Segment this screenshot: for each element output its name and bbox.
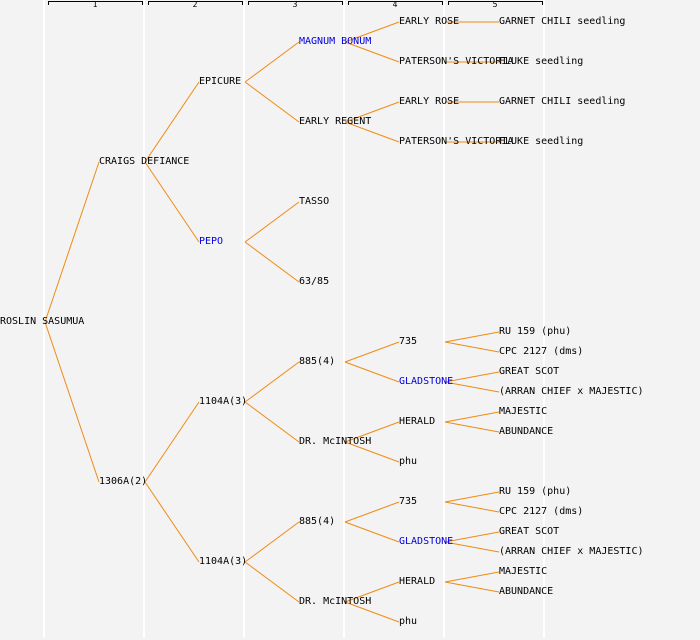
pedigree-edge [244, 361, 300, 403]
pedigree-edge [144, 401, 200, 483]
pedigree-node: HERALD [399, 416, 436, 427]
pedigree-edge [444, 421, 500, 433]
pedigree-node: CRAIGS DEFIANCE [99, 156, 190, 167]
pedigree-node: ROSLIN SASUMUA [0, 316, 85, 327]
pedigree-node: RU 159 (phu) [499, 326, 572, 337]
pedigree-edge [344, 521, 400, 543]
generation-label: 3 [292, 0, 298, 9]
pedigree-edge [344, 21, 400, 43]
pedigree-node: (ARRAN CHIEF x MAJESTIC) [499, 386, 644, 397]
pedigree-edge [444, 581, 500, 593]
pedigree-node[interactable]: GLADSTONE [399, 376, 454, 387]
generation-bracket [248, 1, 343, 5]
pedigree-node: FLUKE seedling [499, 56, 584, 67]
pedigree-node: phu [399, 616, 418, 627]
pedigree-node: 1104A(3) [199, 556, 248, 567]
pedigree-edge [244, 201, 300, 243]
pedigree-edge [444, 501, 500, 513]
pedigree-node: EARLY ROSE [399, 96, 460, 107]
pedigree-node: GARNET CHILI seedling [499, 96, 626, 107]
column-divider [443, 0, 445, 638]
pedigree-node: PATERSON'S VICTORIA [399, 56, 514, 67]
column-divider [243, 0, 245, 638]
pedigree-edge [144, 481, 200, 563]
pedigree-edge [444, 381, 500, 393]
pedigree-node[interactable]: MAGNUM BONUM [299, 36, 372, 47]
pedigree-node: ABUNDANCE [499, 586, 554, 597]
generation-bracket [48, 1, 143, 5]
pedigree-edge [244, 241, 300, 283]
pedigree-node: phu [399, 456, 418, 467]
pedigree-node: EPICURE [199, 76, 242, 87]
pedigree-edge [344, 501, 400, 523]
pedigree-edge [344, 121, 400, 143]
column-divider [143, 0, 145, 638]
pedigree-node: (ARRAN CHIEF x MAJESTIC) [499, 546, 644, 557]
generation-bracket [448, 1, 543, 5]
pedigree-edge [444, 491, 500, 503]
pedigree-edge [344, 41, 400, 63]
pedigree-node: GARNET CHILI seedling [499, 16, 626, 27]
pedigree-node: 1306A(2) [99, 476, 148, 487]
generation-label: 4 [392, 0, 398, 9]
generation-bracket [348, 1, 443, 5]
pedigree-edge [444, 531, 500, 543]
pedigree-edge [444, 571, 500, 583]
pedigree-node: MAJESTIC [499, 566, 548, 577]
pedigree-node: PATERSON'S VICTORIA [399, 136, 514, 147]
pedigree-node: HERALD [399, 576, 436, 587]
pedigree-node: DR. McINTOSH [299, 436, 372, 447]
generation-label: 5 [492, 0, 498, 9]
column-divider [343, 0, 345, 638]
generation-label: 2 [192, 0, 198, 9]
pedigree-edge [344, 601, 400, 623]
pedigree-node: 735 [399, 336, 418, 347]
pedigree-node: 63/85 [299, 276, 330, 287]
pedigree-edge [144, 161, 200, 243]
pedigree-edge [244, 521, 300, 563]
pedigree-node: EARLY ROSE [399, 16, 460, 27]
pedigree-edge [344, 581, 400, 603]
pedigree-node[interactable]: PEPO [199, 236, 224, 247]
pedigree-edge [444, 411, 500, 423]
pedigree-node: CPC 2127 (dms) [499, 346, 584, 357]
pedigree-edge [44, 321, 100, 483]
pedigree-edge [444, 331, 500, 343]
pedigree-node: GREAT SCOT [499, 526, 560, 537]
pedigree-node: 735 [399, 496, 418, 507]
pedigree-node: CPC 2127 (dms) [499, 506, 584, 517]
pedigree-node: RU 159 (phu) [499, 486, 572, 497]
pedigree-edge [344, 421, 400, 443]
pedigree-edge [444, 341, 500, 353]
pedigree-edge [244, 561, 300, 603]
pedigree-edge [44, 161, 100, 323]
pedigree-edge [144, 81, 200, 163]
generation-bracket [148, 1, 243, 5]
pedigree-node: DR. McINTOSH [299, 596, 372, 607]
pedigree-node: TASSO [299, 196, 330, 207]
pedigree-node: 1104A(3) [199, 396, 248, 407]
pedigree-edge [244, 41, 300, 83]
pedigree-node: 885(4) [299, 356, 336, 367]
pedigree-edge [344, 441, 400, 463]
pedigree-edge [344, 361, 400, 383]
column-divider [43, 0, 45, 638]
pedigree-node: FLUKE seedling [499, 136, 584, 147]
generation-label: 1 [92, 0, 98, 9]
column-divider [543, 0, 545, 638]
pedigree-node: 885(4) [299, 516, 336, 527]
pedigree-node: GREAT SCOT [499, 366, 560, 377]
pedigree-edge [244, 401, 300, 443]
pedigree-node: ABUNDANCE [499, 426, 554, 437]
pedigree-edge [344, 101, 400, 123]
pedigree-edge [444, 371, 500, 383]
pedigree-node: MAJESTIC [499, 406, 548, 417]
pedigree-node: EARLY REGENT [299, 116, 372, 127]
pedigree-edge [444, 541, 500, 553]
pedigree-edge [344, 341, 400, 363]
pedigree-edge [244, 81, 300, 123]
pedigree-node[interactable]: GLADSTONE [399, 536, 454, 547]
